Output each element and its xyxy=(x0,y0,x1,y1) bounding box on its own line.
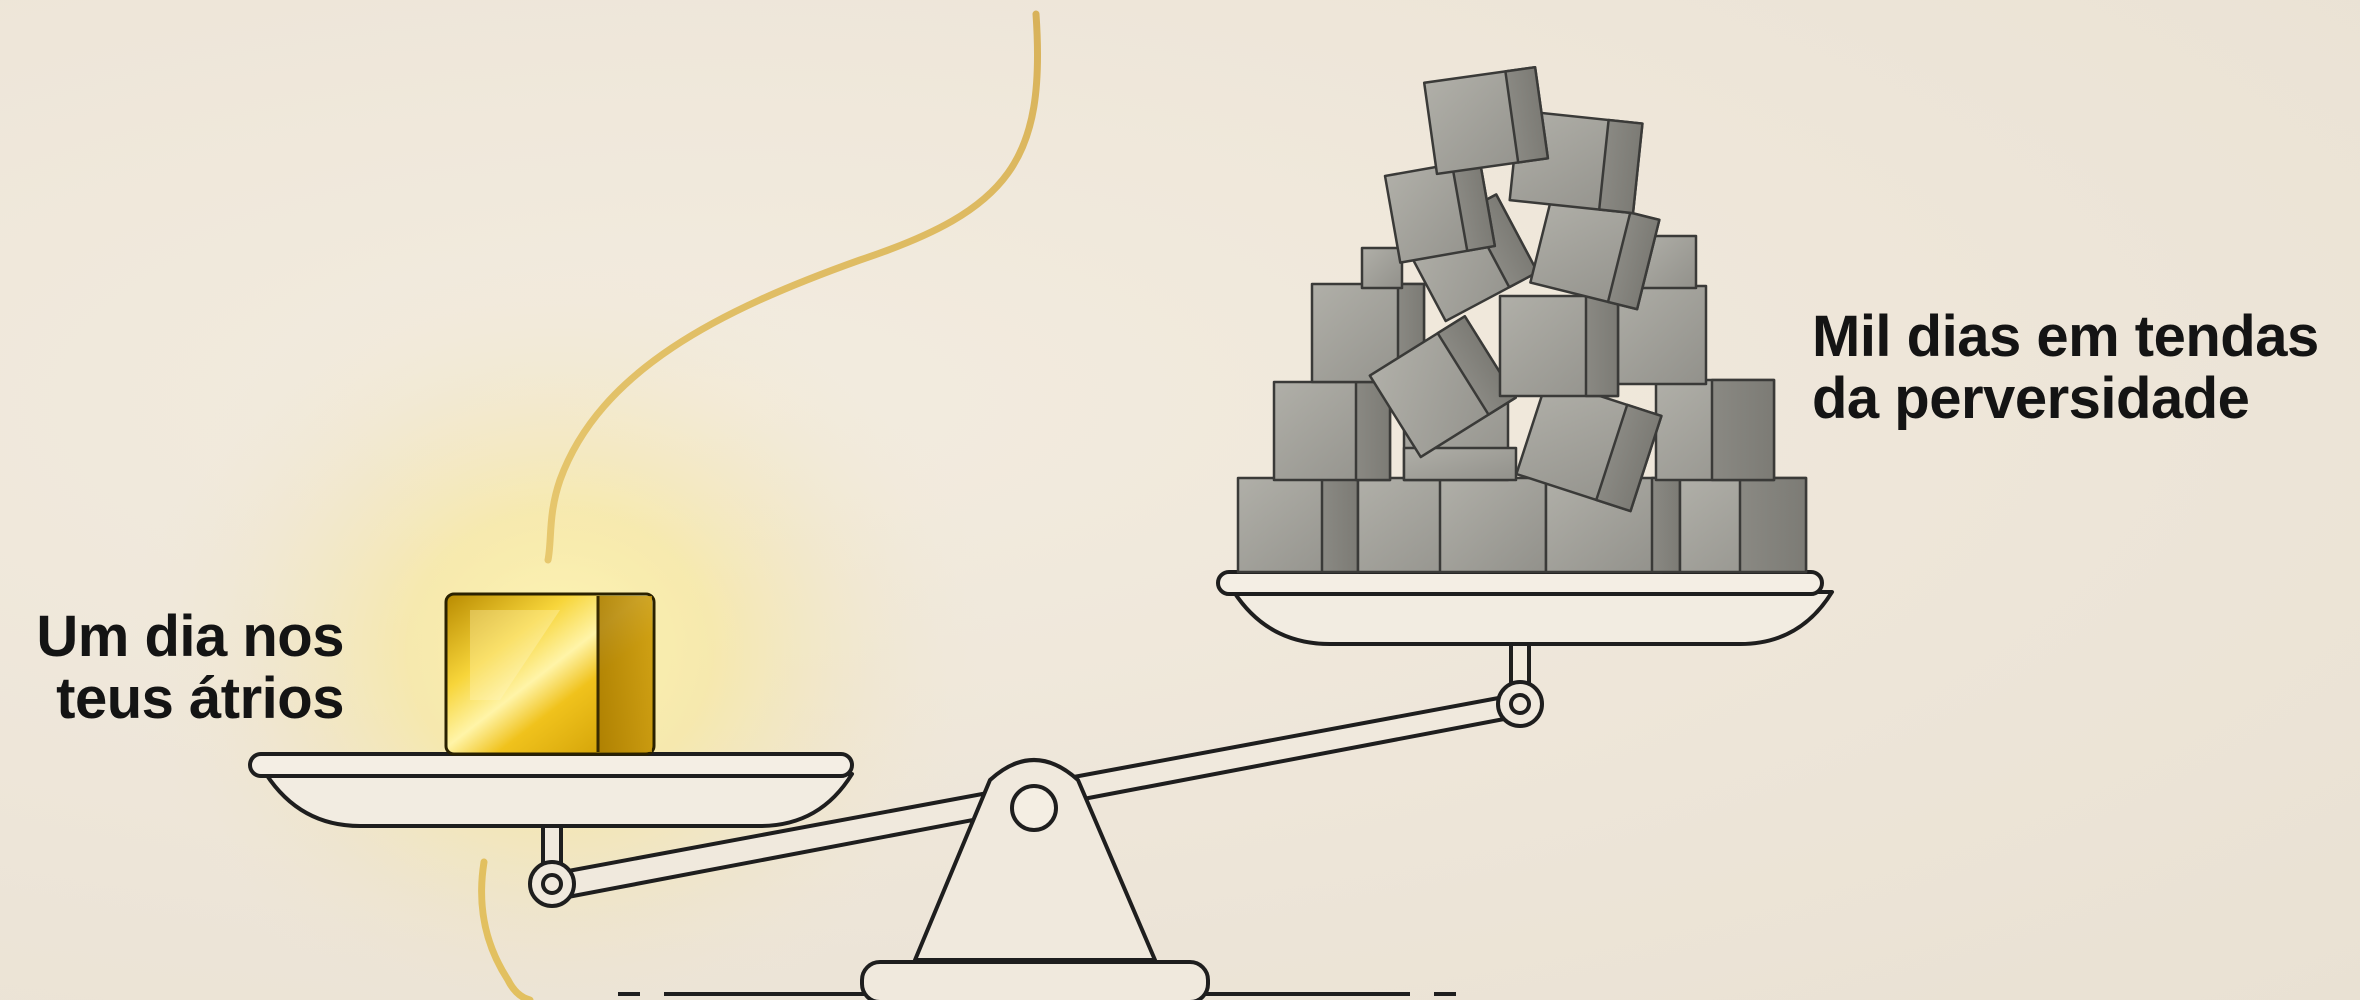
left-label-line-1: Um dia nos xyxy=(0,606,344,668)
right-pan-label: Mil dias em tendas da perversidade xyxy=(1812,306,2319,430)
right-label-line-1: Mil dias em tendas xyxy=(1812,306,2319,368)
left-pan-label: Um dia nos teus átrios xyxy=(0,606,344,730)
right-hanger xyxy=(1498,644,1542,726)
gold-block-icon xyxy=(446,594,654,754)
stone-blocks-icon xyxy=(1238,67,1806,572)
right-label-line-2: da perversidade xyxy=(1812,368,2319,430)
right-pan xyxy=(1218,572,1832,644)
left-pan xyxy=(250,754,852,826)
left-label-line-2: teus átrios xyxy=(0,668,344,730)
